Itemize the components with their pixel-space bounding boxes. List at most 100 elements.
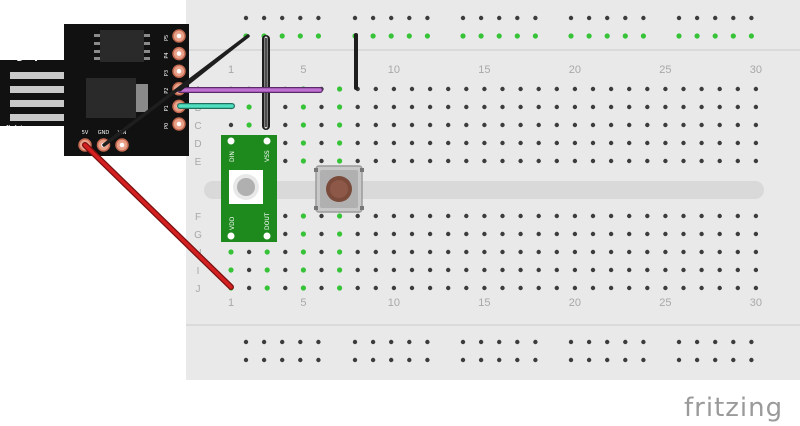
- power-rail-hole: [460, 15, 466, 21]
- breadboard-hole: [446, 104, 451, 110]
- breadboard-hole: [391, 213, 397, 219]
- power-rail-hole: [623, 339, 628, 345]
- breadboard-hole: [536, 122, 541, 128]
- breadboard-hole: [753, 249, 759, 255]
- breadboard-hole: [572, 158, 578, 164]
- breadboard-hole: [735, 122, 740, 128]
- breadboard-hole: [572, 86, 578, 92]
- breadboard-hole: [663, 267, 668, 273]
- breadboard-hole: [572, 231, 578, 237]
- breadboard-hole: [446, 158, 451, 164]
- breadboard-hole: [500, 231, 505, 237]
- breadboard-hole: [699, 285, 704, 291]
- breadboard-hole: [409, 122, 415, 128]
- breadboard-hole: [482, 140, 487, 146]
- power-rail-hole: [389, 339, 394, 345]
- breadboard-hole: [500, 140, 505, 146]
- power-rail-hole: [568, 339, 574, 345]
- breadboard-hole: [663, 249, 668, 255]
- breadboard-hole: [409, 140, 415, 146]
- breadboard-hole: [464, 122, 469, 128]
- breadboard-hole: [427, 285, 433, 291]
- breadboard-hole: [373, 104, 378, 110]
- breadboard-hole: [500, 122, 505, 128]
- breadboard-hole: [681, 158, 686, 164]
- power-rail-hole: [586, 15, 592, 21]
- pin-din-label: DIN: [229, 151, 236, 162]
- breadboard-hole: [608, 104, 614, 110]
- digispark-url: digistump.com: [4, 125, 54, 132]
- breadboard-hole: [409, 285, 415, 291]
- breadboard-hole: [264, 267, 270, 273]
- breadboard-hole: [554, 213, 559, 219]
- breadboard-hole: [409, 249, 415, 255]
- breadboard-hole: [645, 158, 650, 164]
- power-rail-hole: [352, 339, 358, 345]
- breadboard-hole: [554, 249, 559, 255]
- breadboard-hole: [717, 140, 722, 146]
- breadboard-hole: [482, 104, 487, 110]
- breadboard-hole: [337, 267, 343, 273]
- column-number: 15: [478, 297, 490, 309]
- column-number: 1: [228, 64, 234, 76]
- pin-label: P5: [164, 35, 170, 41]
- breadboard-hole: [735, 231, 740, 237]
- breadboard-hole: [554, 140, 559, 146]
- power-rail-hole: [676, 15, 682, 21]
- column-number: 5: [300, 64, 306, 76]
- breadboard-hole: [300, 285, 306, 291]
- breadboard-hole: [283, 285, 288, 291]
- breadboard-hole: [464, 267, 469, 273]
- breadboard-hole: [373, 285, 378, 291]
- pin-label: P4: [164, 52, 170, 58]
- power-rail-hole: [586, 339, 592, 345]
- digispark-wires: [82, 34, 323, 290]
- power-rail-hole: [623, 357, 628, 363]
- power-rail-hole: [533, 15, 538, 21]
- power-rail-hole: [280, 15, 285, 21]
- power-rail-hole: [730, 33, 736, 39]
- breadboard-hole: [500, 285, 505, 291]
- breadboard-hole: [391, 140, 397, 146]
- power-rail-hole: [388, 33, 394, 39]
- breadboard-hole: [663, 285, 668, 291]
- breadboard-hole: [753, 140, 759, 146]
- power-rail-hole: [533, 357, 538, 363]
- breadboard-hole: [645, 267, 650, 273]
- breadboard-hole: [337, 86, 343, 92]
- breadboard-hole: [554, 158, 559, 164]
- breadboard-hole: [627, 213, 632, 219]
- breadboard-hole: [681, 122, 686, 128]
- power-rail-hole: [586, 33, 592, 39]
- breadboard-hole: [228, 122, 234, 128]
- breadboard-hole: [572, 104, 578, 110]
- breadboard-hole: [500, 104, 505, 110]
- row-letter: G: [194, 230, 202, 241]
- breadboard-hole: [536, 140, 541, 146]
- breadboard-hole: [645, 249, 650, 255]
- breadboard-hole: [373, 140, 378, 146]
- breadboard-hole: [319, 140, 324, 146]
- power-rail-hole: [749, 339, 754, 345]
- breadboard-hole: [681, 249, 686, 255]
- breadboard-hole: [319, 285, 324, 291]
- row-letter: C: [194, 121, 201, 132]
- power-rail-hole: [731, 15, 736, 21]
- power-rail-hole: [460, 357, 466, 363]
- breadboard-hole: [536, 213, 541, 219]
- breadboard-hole: [627, 267, 632, 273]
- column-number: 20: [569, 64, 581, 76]
- power-rail-hole: [533, 339, 538, 345]
- breadboard-hole: [391, 158, 397, 164]
- power-rail-hole: [425, 357, 430, 363]
- breadboard-hole: [518, 158, 523, 164]
- breadboard-hole: [355, 231, 360, 237]
- breadboard-hole: [735, 249, 740, 255]
- power-rail-hole: [261, 15, 267, 21]
- breadboard-hole: [753, 122, 759, 128]
- breadboard-hole: [373, 267, 378, 273]
- breadboard-hole: [735, 158, 740, 164]
- breadboard-hole: [482, 122, 487, 128]
- pin-label: GND: [98, 130, 110, 136]
- breadboard-hole: [409, 231, 415, 237]
